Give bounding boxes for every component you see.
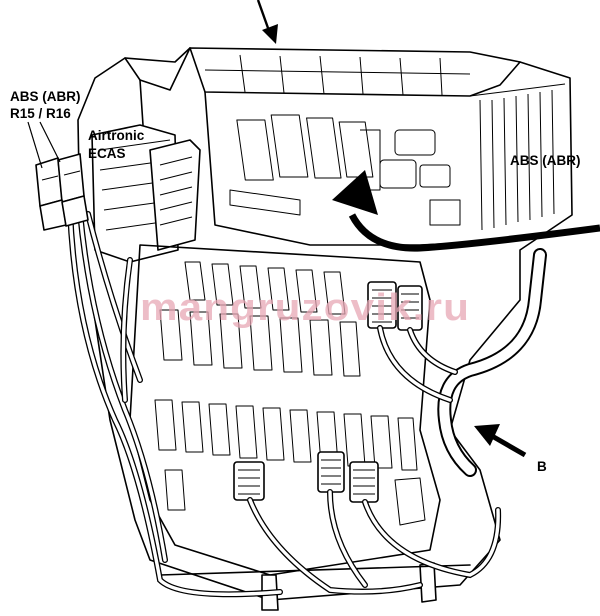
callout-b-arrow [474,424,527,458]
wiring-harness [67,207,547,598]
lower-connectors [233,281,423,503]
watermark-text: mangruzovik.ru [140,287,470,329]
label-abs-right: ABS (ABR) [510,153,581,168]
left-connector-module [91,124,201,263]
label-abs-left-line2: R15 / R16 [10,106,71,121]
label-airtronic-line2: ECAS [88,146,126,161]
abs-r15-r16-connectors [35,153,89,231]
label-callout-b: B [537,459,547,474]
fuse-row-upper [159,261,361,377]
label-airtronic-line1: Airtronic [88,128,145,143]
central-electrical-box [77,47,573,611]
top-pointer-arrow [256,0,278,44]
label-abs-left-line1: ABS (ABR) [10,89,81,104]
abs-left-leader-lines [27,121,61,169]
labels: ABS (ABR) R15 / R16 Airtronic ECAS ABS (… [10,89,581,474]
lower-fuse-panel [129,244,471,611]
abs-right-pointer-arrow [332,170,600,252]
